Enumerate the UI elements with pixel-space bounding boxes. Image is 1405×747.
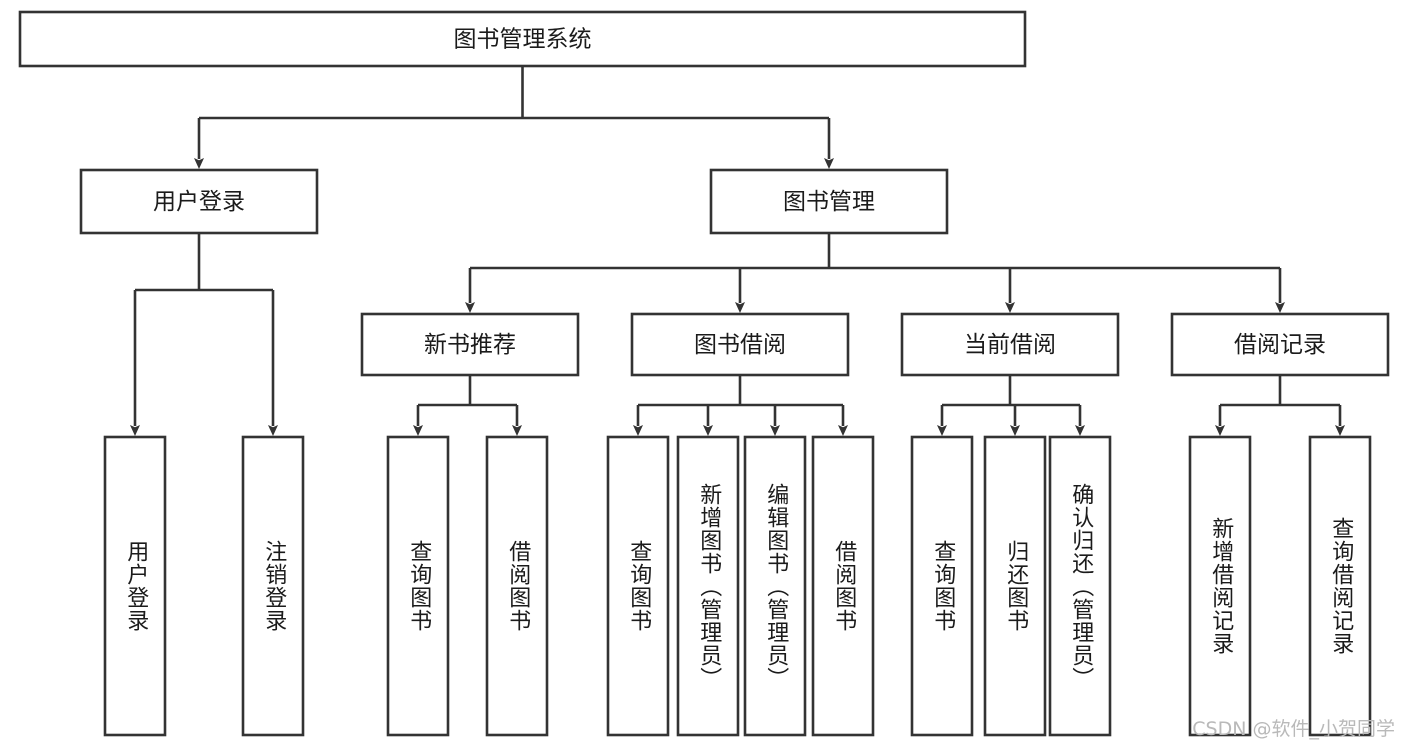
node-root-label: 图书管理系统: [454, 27, 592, 53]
node-level2-2-label: 图书管理: [783, 189, 875, 215]
node-leaf-5[interactable]: [606, 435, 670, 737]
node-level3-4-box[interactable]: [1170, 312, 1390, 377]
node-leaf-6[interactable]: [676, 435, 740, 737]
node-leaf-13[interactable]: [1308, 435, 1372, 737]
node-level3-3[interactable]: 当前借阅: [900, 312, 1120, 377]
node-leaf-3[interactable]: [386, 435, 450, 737]
node-leaf-5-box[interactable]: [606, 435, 670, 737]
node-leaf-8[interactable]: [811, 435, 875, 737]
node-level2-1[interactable]: 用户登录: [79, 168, 319, 235]
node-leaf-11[interactable]: [1048, 435, 1112, 737]
node-leaf-6-box[interactable]: [676, 435, 740, 737]
node-leaf-1[interactable]: [103, 435, 167, 737]
node-level3-2-box[interactable]: [630, 312, 850, 377]
node-level3-4-label: 借阅记录: [1234, 332, 1326, 358]
node-leaf-4-box[interactable]: [485, 435, 549, 737]
node-level2-1-label: 用户登录: [153, 189, 245, 215]
node-level3-1-box[interactable]: [360, 312, 580, 377]
node-leaf-11-box[interactable]: [1048, 435, 1112, 737]
node-leaf-12[interactable]: [1188, 435, 1252, 737]
node-leaf-8-box[interactable]: [811, 435, 875, 737]
node-leaf-3-box[interactable]: [386, 435, 450, 737]
node-leaf-7-box[interactable]: [743, 435, 807, 737]
node-level3-3-label: 当前借阅: [964, 332, 1056, 358]
node-leaf-2-box[interactable]: [241, 435, 305, 737]
connector-links-layer: [130, 66, 1345, 436]
node-level2-2[interactable]: 图书管理: [709, 168, 949, 235]
node-leaf-10-box[interactable]: [983, 435, 1047, 737]
node-leaf-10[interactable]: [983, 435, 1047, 737]
node-level2-1-box[interactable]: [79, 168, 319, 235]
node-level3-4[interactable]: 借阅记录: [1170, 312, 1390, 377]
node-leaf-12-box[interactable]: [1188, 435, 1252, 737]
node-leaf-4[interactable]: [485, 435, 549, 737]
node-level3-2-label: 图书借阅: [694, 332, 786, 358]
node-level3-3-box[interactable]: [900, 312, 1120, 377]
node-leaf-13-box[interactable]: [1308, 435, 1372, 737]
node-leaf-9-box[interactable]: [910, 435, 974, 737]
node-leaf-9[interactable]: [910, 435, 974, 737]
node-level3-1[interactable]: 新书推荐: [360, 312, 580, 377]
node-root[interactable]: 图书管理系统: [18, 10, 1027, 68]
node-leaf-1-box[interactable]: [103, 435, 167, 737]
node-root-box[interactable]: [18, 10, 1027, 68]
node-leaf-7[interactable]: [743, 435, 807, 737]
node-level3-1-label: 新书推荐: [424, 332, 516, 358]
node-level2-2-box[interactable]: [709, 168, 949, 235]
node-level3-2[interactable]: 图书借阅: [630, 312, 850, 377]
node-leaf-2[interactable]: [241, 435, 305, 737]
